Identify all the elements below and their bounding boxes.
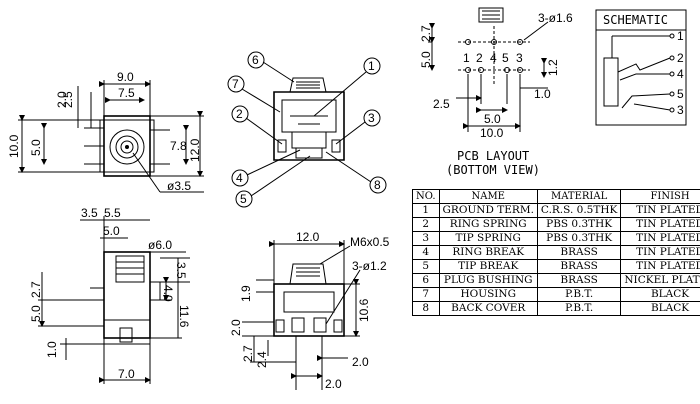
bottom-dim-2-0c: 2.0 <box>325 377 342 391</box>
callout-5: 5 <box>235 155 311 208</box>
callout-7: 7 <box>227 75 281 113</box>
side-dim-3-5: 3.5 <box>81 206 98 220</box>
dim-9-0: 9.0 <box>117 70 134 84</box>
dim-2-0: 2.0 <box>55 91 69 108</box>
pcb-dim-10-0: 10.0 <box>480 126 504 140</box>
pcb-pin-5-label: 5 <box>502 51 509 65</box>
pcb-caption-line2: (BOTTOM VIEW) <box>446 163 540 177</box>
callout-2: 2 <box>231 105 283 145</box>
side-dim-5-0b: 5.0 <box>29 305 43 322</box>
callout-8: 8 <box>325 151 387 194</box>
pcb-pin-3-label: 3 <box>516 51 523 65</box>
bottom-view: 12.0 M6x0.5 3-ø1.2 1.9 10.6 2.0 2.7 2.4 … <box>229 230 390 391</box>
pcb-dim-1-2: 1.2 <box>546 59 560 76</box>
svg-text:7: 7 <box>232 77 239 91</box>
svg-text:4: 4 <box>236 171 243 185</box>
front-view: 9.0 7.5 2.5 2.0 10.0 5.0 7.8 12.0 ø3.5 <box>7 70 204 193</box>
svg-text:1: 1 <box>368 59 375 73</box>
dim-7-8: 7.8 <box>170 139 187 153</box>
schematic-pin-5: 5 <box>677 87 684 101</box>
side-dim-1-0: 1.0 <box>45 341 59 358</box>
side-dim-dia-6-0: ø6.0 <box>148 238 172 252</box>
front-jack-opening <box>109 129 145 165</box>
bottom-dim-3-dia-1-2: 3-ø1.2 <box>352 259 387 273</box>
svg-text:3: 3 <box>368 111 375 125</box>
bottom-dim-2-4: 2.4 <box>255 351 269 368</box>
perspective-view: 1 2 3 4 5 6 7 <box>227 51 387 208</box>
callout-6: 6 <box>247 51 295 83</box>
schematic-box: SCHEMATIC 1 2 4 5 3 <box>595 9 687 126</box>
pcb-dim-2-7: 2.7 <box>419 25 433 42</box>
col-material: MATERIAL <box>536 189 622 204</box>
schematic-pin-3: 3 <box>677 103 684 117</box>
dim-7-5: 7.5 <box>118 86 135 100</box>
schematic-pin-1: 1 <box>677 29 684 43</box>
pcb-layout: 1 2 4 5 3 2.7 5.0 3-ø1.6 1.2 2.5 1.0 5.0… <box>419 7 573 177</box>
schematic-pin-2: 2 <box>677 51 684 65</box>
bottom-dim-2-7: 2.7 <box>241 345 255 362</box>
bottom-dim-10-6: 10.6 <box>357 298 371 322</box>
pcb-pin-4-label: 4 <box>490 51 497 65</box>
dim-12-0: 12.0 <box>188 138 202 162</box>
side-dim-4-0: 4.0 <box>161 285 175 302</box>
schematic-title: SCHEMATIC <box>603 13 668 27</box>
bottom-dim-1-9: 1.9 <box>239 285 253 302</box>
pcb-dim-5-0: 5.0 <box>419 51 433 68</box>
side-dim-5-5: 5.5 <box>104 206 121 220</box>
callout-1: 1 <box>313 57 381 117</box>
side-dim-7-0: 7.0 <box>118 367 135 381</box>
pcb-dim-5-0b: 5.0 <box>484 112 501 126</box>
dim-dia-3-5: ø3.5 <box>167 179 191 193</box>
dim-10-0: 10.0 <box>7 134 21 158</box>
svg-text:6: 6 <box>252 53 259 67</box>
parts-table-header: NO. NAME MATERIAL FINISH <box>412 189 700 204</box>
col-name: NAME <box>438 189 538 204</box>
pcb-pin-2-label: 2 <box>476 51 483 65</box>
side-dim-11-6: 11.6 <box>177 305 191 328</box>
bottom-dim-m6x0-5: M6x0.5 <box>350 235 390 249</box>
pcb-dim-3-dia-1-6: 3-ø1.6 <box>538 11 573 25</box>
pcb-dim-2-5: 2.5 <box>433 97 450 111</box>
dim-5-0: 5.0 <box>29 139 43 156</box>
callout-4: 4 <box>231 149 301 187</box>
side-dim-3-5b: 3.5 <box>174 262 188 279</box>
bottom-dim-2-0: 2.0 <box>229 319 243 336</box>
bottom-dim-12-0: 12.0 <box>296 230 320 244</box>
side-dim-5-0: 5.0 <box>103 224 120 238</box>
col-finish: FINISH <box>620 189 700 204</box>
pcb-caption-line1: PCB LAYOUT <box>457 149 529 163</box>
svg-text:5: 5 <box>240 192 247 206</box>
col-no: NO. <box>412 189 440 204</box>
svg-text:2: 2 <box>236 107 243 121</box>
svg-text:8: 8 <box>374 178 381 192</box>
schematic-pin-4: 4 <box>677 67 684 81</box>
dim-2-5: 2.5 <box>61 91 75 108</box>
callout-3: 3 <box>335 109 381 145</box>
side-dim-2-7: 2.7 <box>29 281 43 298</box>
pcb-dim-1-0: 1.0 <box>534 87 551 101</box>
side-view: 3.5 5.5 5.0 ø6.0 3.5 4.0 11.6 2.7 5.0 1.… <box>29 206 191 384</box>
pcb-pin-1-label: 1 <box>463 51 470 65</box>
bottom-dim-2-0b: 2.0 <box>352 355 369 369</box>
